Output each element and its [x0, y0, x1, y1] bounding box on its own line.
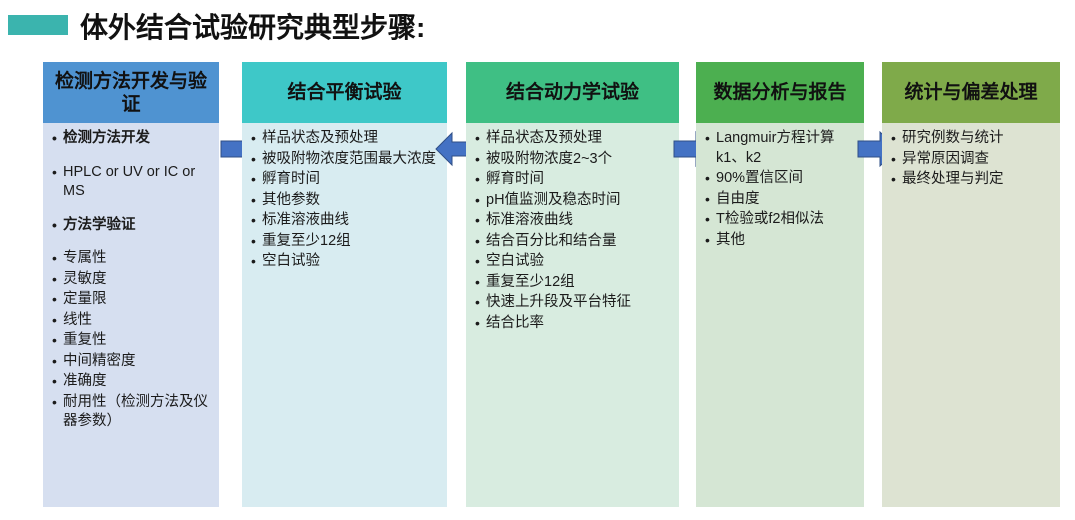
list-item: T检验或f2相似法 [703, 210, 857, 230]
list-item: 重复至少12组 [473, 273, 672, 293]
list-item: 自由度 [703, 190, 857, 210]
bullet-list-1: 检测方法开发 HPLC or UV or IC or MS 方法学验证 专属性 … [50, 129, 212, 432]
list-item: 检测方法开发 [50, 129, 212, 149]
bullet-list-2: 样品状态及预处理 被吸附物浓度范围最大浓度 孵育时间 其他参数 标准溶液曲线 重… [249, 129, 440, 272]
list-item: 耐用性（检测方法及仪器参数） [50, 393, 212, 432]
list-item: 重复至少12组 [249, 232, 440, 252]
flow-column-statistics-deviation-handling[interactable]: 统计与偏差处理 研究例数与统计 异常原因调查 最终处理与判定 [882, 62, 1060, 507]
list-item: 孵育时间 [473, 170, 672, 190]
list-item: 最终处理与判定 [889, 170, 1053, 190]
list-item: 线性 [50, 311, 212, 331]
title-row: 体外结合试验研究典型步骤: [0, 0, 1075, 58]
list-item: 专属性 [50, 249, 212, 269]
column-header-3: 结合动力学试验 [466, 62, 679, 123]
column-body-2: 样品状态及预处理 被吸附物浓度范围最大浓度 孵育时间 其他参数 标准溶液曲线 重… [242, 123, 447, 507]
list-item: 被吸附物浓度2~3个 [473, 150, 672, 170]
flow-column-data-analysis-report[interactable]: 数据分析与报告 Langmuir方程计算k1、k2 90%置信区间 自由度 T检… [696, 62, 864, 507]
column-header-5: 统计与偏差处理 [882, 62, 1060, 123]
list-item: 空白试验 [473, 252, 672, 272]
list-item: 重复性 [50, 331, 212, 351]
bullet-list-3: 样品状态及预处理 被吸附物浓度2~3个 孵育时间 pH值监测及稳态时间 标准溶液… [473, 129, 672, 333]
accent-bar-icon [8, 15, 68, 35]
column-body-1: 检测方法开发 HPLC or UV or IC or MS 方法学验证 专属性 … [43, 123, 219, 507]
list-item: 中间精密度 [50, 352, 212, 372]
list-item: 定量限 [50, 290, 212, 310]
list-item: 结合百分比和结合量 [473, 232, 672, 252]
process-flow-diagram: 检测方法开发与验证 检测方法开发 HPLC or UV or IC or MS … [0, 58, 1075, 520]
flow-column-binding-kinetics-test[interactable]: 结合动力学试验 样品状态及预处理 被吸附物浓度2~3个 孵育时间 pH值监测及稳… [466, 62, 679, 507]
list-item: 其他参数 [249, 191, 440, 211]
list-item: 空白试验 [249, 252, 440, 272]
list-item: HPLC or UV or IC or MS [50, 163, 212, 202]
page-title: 体外结合试验研究典型步骤: [80, 12, 426, 43]
list-item: 准确度 [50, 372, 212, 392]
list-item: 结合比率 [473, 314, 672, 334]
list-item: 孵育时间 [249, 170, 440, 190]
column-header-2: 结合平衡试验 [242, 62, 447, 123]
list-item: pH值监测及稳态时间 [473, 191, 672, 211]
bullet-list-4: Langmuir方程计算k1、k2 90%置信区间 自由度 T检验或f2相似法 … [703, 129, 857, 250]
column-body-5: 研究例数与统计 异常原因调查 最终处理与判定 [882, 123, 1060, 507]
list-item: 标准溶液曲线 [249, 211, 440, 231]
flow-column-binding-equilibrium-test[interactable]: 结合平衡试验 样品状态及预处理 被吸附物浓度范围最大浓度 孵育时间 其他参数 标… [242, 62, 447, 507]
bullet-list-5: 研究例数与统计 异常原因调查 最终处理与判定 [889, 129, 1053, 190]
flow-column-method-development-validation[interactable]: 检测方法开发与验证 检测方法开发 HPLC or UV or IC or MS … [43, 62, 219, 507]
column-header-4: 数据分析与报告 [696, 62, 864, 123]
list-item: 90%置信区间 [703, 169, 857, 189]
column-body-3: 样品状态及预处理 被吸附物浓度2~3个 孵育时间 pH值监测及稳态时间 标准溶液… [466, 123, 679, 507]
list-item: 被吸附物浓度范围最大浓度 [249, 150, 440, 170]
list-item: 样品状态及预处理 [249, 129, 440, 149]
list-item: 样品状态及预处理 [473, 129, 672, 149]
list-item: 其他 [703, 231, 857, 251]
list-item: 研究例数与统计 [889, 129, 1053, 149]
list-item: 标准溶液曲线 [473, 211, 672, 231]
list-item: Langmuir方程计算k1、k2 [703, 129, 857, 168]
list-item: 异常原因调查 [889, 150, 1053, 170]
column-body-4: Langmuir方程计算k1、k2 90%置信区间 自由度 T检验或f2相似法 … [696, 123, 864, 507]
list-item: 灵敏度 [50, 270, 212, 290]
list-item: 快速上升段及平台特征 [473, 293, 672, 313]
column-header-1: 检测方法开发与验证 [43, 62, 219, 123]
list-item: 方法学验证 [50, 216, 212, 236]
